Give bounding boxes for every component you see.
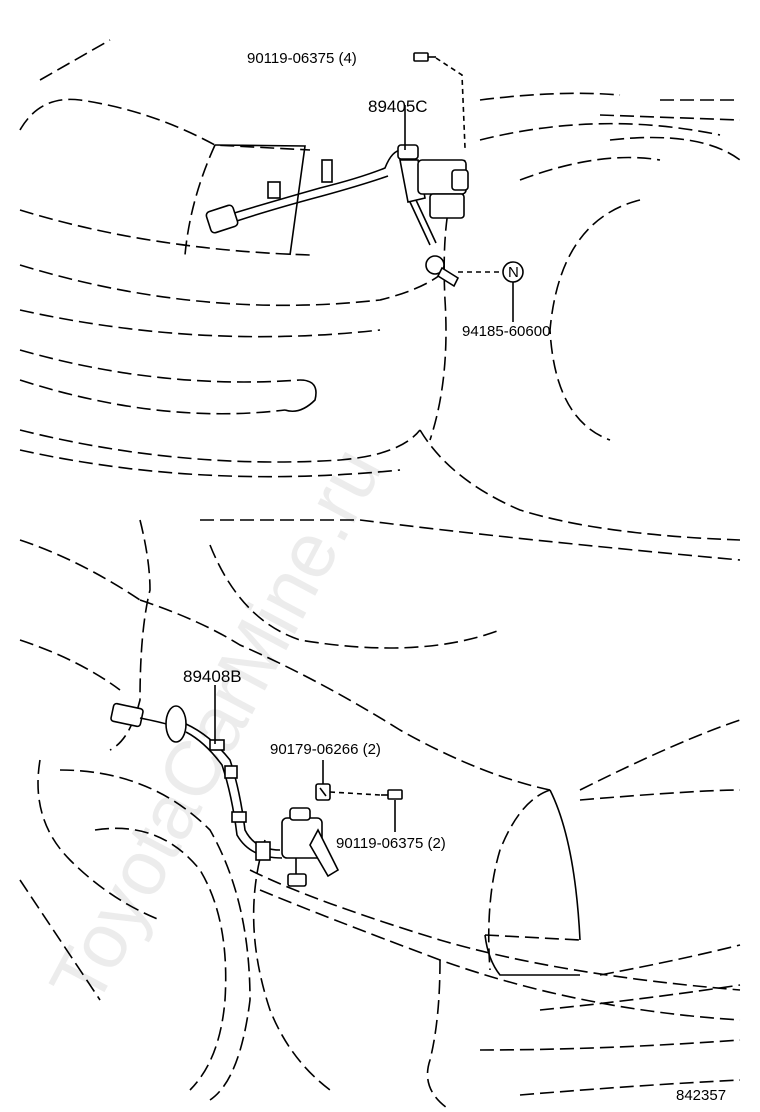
bolt-label-top: 90119-06375 (4) — [247, 50, 357, 67]
bolt-leader-top — [435, 57, 466, 149]
bolt-icon-top — [413, 52, 436, 62]
bolt-icon-bottom — [381, 789, 403, 800]
height-sensor-front — [110, 702, 340, 887]
screw-code-label: 94185-60600 — [462, 323, 550, 340]
rear-body-outline — [19, 39, 741, 541]
clip-to-bolt-leader — [329, 791, 381, 796]
height-sensor-rear — [205, 144, 469, 288]
sensor-label-top: 89405C — [368, 97, 428, 116]
clip-label: 90179-06266 (2) — [270, 741, 381, 758]
front-body-outline — [19, 519, 741, 1111]
sensor-label-bottom: 89408B — [183, 667, 242, 686]
figure-number: 842357 — [676, 1087, 726, 1104]
clip-icon — [315, 783, 331, 801]
bolt-label-bottom: 90119-06375 (2) — [336, 835, 446, 852]
screw-marker-letter: N — [508, 264, 519, 281]
